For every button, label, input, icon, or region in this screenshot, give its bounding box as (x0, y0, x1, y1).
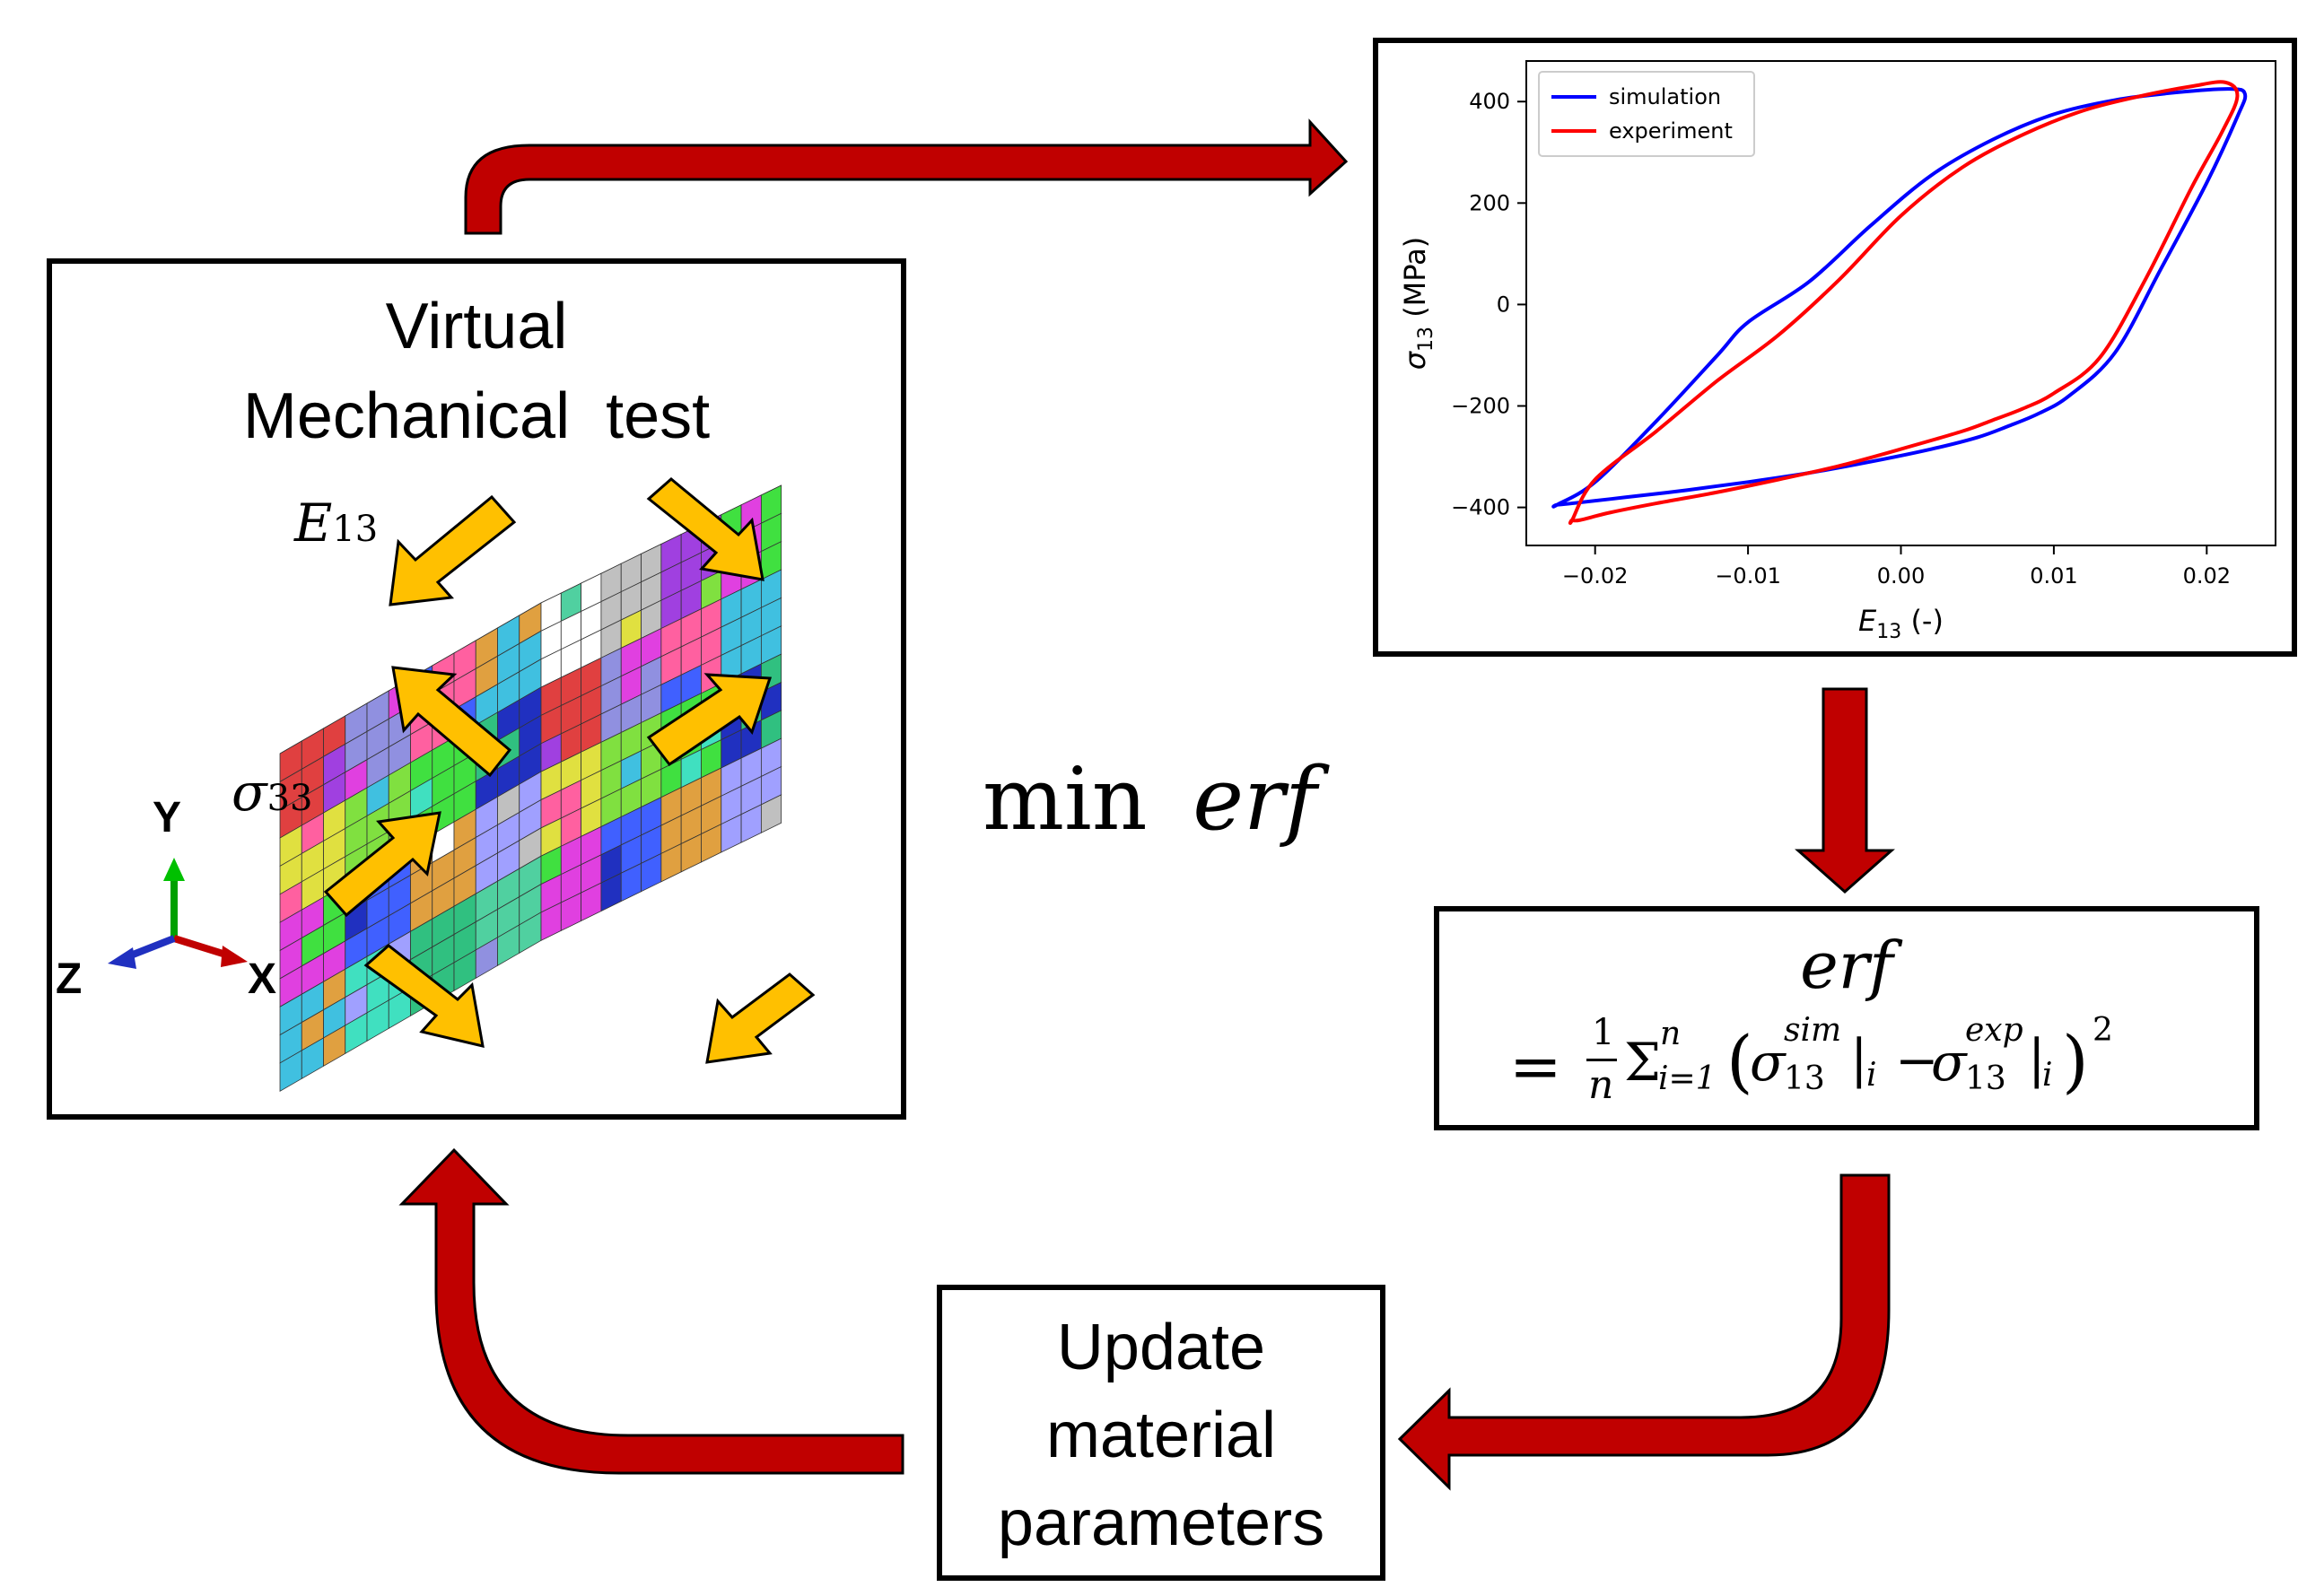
force-arrow-top-left (389, 494, 517, 606)
y-tick-label: 0 (1497, 292, 1510, 317)
mesh-cube-illustration (108, 477, 816, 1093)
flow-arrow-to-chart (464, 118, 1349, 235)
y-axis-arrow-icon (163, 858, 185, 881)
update-line1: Update (1056, 1312, 1266, 1383)
z-axis-arrow-icon (108, 947, 136, 969)
hysteresis-chart: −0.02 −0.01 0.00 0.01 0.02 −400 −200 0 200 400E13… (1398, 60, 2276, 643)
virtual-test-title-line1: Virtual (385, 291, 568, 362)
force-arrow-left (323, 811, 441, 918)
y-tick-label: 400 (1469, 89, 1510, 114)
x-tick-label: −0.01 (1715, 563, 1781, 589)
flow-arrow-to-virtual-test (398, 1147, 904, 1475)
y-tick-label: −200 (1451, 394, 1510, 419)
label-e13: E13 (294, 493, 379, 554)
x-tick-label: 0.00 (1877, 563, 1925, 589)
legend-label-experiment: experiment (1609, 118, 1733, 144)
force-arrow-top-right (646, 477, 764, 581)
update-line3: parameters (997, 1487, 1325, 1559)
coordinate-axes (108, 858, 248, 969)
x-tick-label: 0.02 (2183, 563, 2231, 589)
x-tick-label: 0.01 (2030, 563, 2077, 589)
axis-label-y: Y (153, 794, 182, 842)
chart-legend: simulation experiment (1538, 71, 1755, 157)
legend-label-simulation: simulation (1609, 84, 1721, 109)
virtual-test-title-line2: Mechanical test (242, 380, 711, 452)
erf-formula-title: erf (1800, 928, 1893, 1003)
series-line-experiment (1568, 80, 2240, 526)
virtual-test-box: Virtual Mechanical test (47, 258, 906, 1120)
mesh-cell-right (760, 794, 782, 833)
force-arrow-bottom-left (363, 944, 485, 1048)
y-tick-label: −400 (1451, 495, 1510, 520)
flow-arrow-to-update (1397, 1173, 1891, 1491)
axis-label-x: X (248, 955, 277, 1003)
force-arrow-mid-right (646, 673, 773, 767)
series-line-simulation (1551, 87, 2248, 509)
y-tick-label: 200 (1469, 190, 1510, 215)
label-sigma33: σ33 (232, 762, 313, 823)
mesh-cube (279, 484, 782, 1093)
y-axis-label: σ13 (MPa) (1398, 237, 1437, 371)
erf-formula-box: erf = 1 n Σ n i=1 ( σ sim 13 | i − σ exp… (1434, 906, 2259, 1130)
force-arrow-mid-left (391, 666, 512, 778)
update-parameters-box: Update material parameters (937, 1285, 1385, 1581)
update-line2: material (1045, 1400, 1277, 1471)
min-erf-label: min erf (983, 749, 1317, 850)
x-axis-label: E13 (-) (1858, 604, 1944, 643)
force-arrow-bottom-right (705, 972, 816, 1064)
x-tick-label: −0.02 (1562, 563, 1629, 589)
flow-arrow-to-erf (1795, 687, 1895, 894)
axis-label-z: Z (56, 955, 83, 1003)
x-axis-arrow-icon (221, 946, 248, 967)
